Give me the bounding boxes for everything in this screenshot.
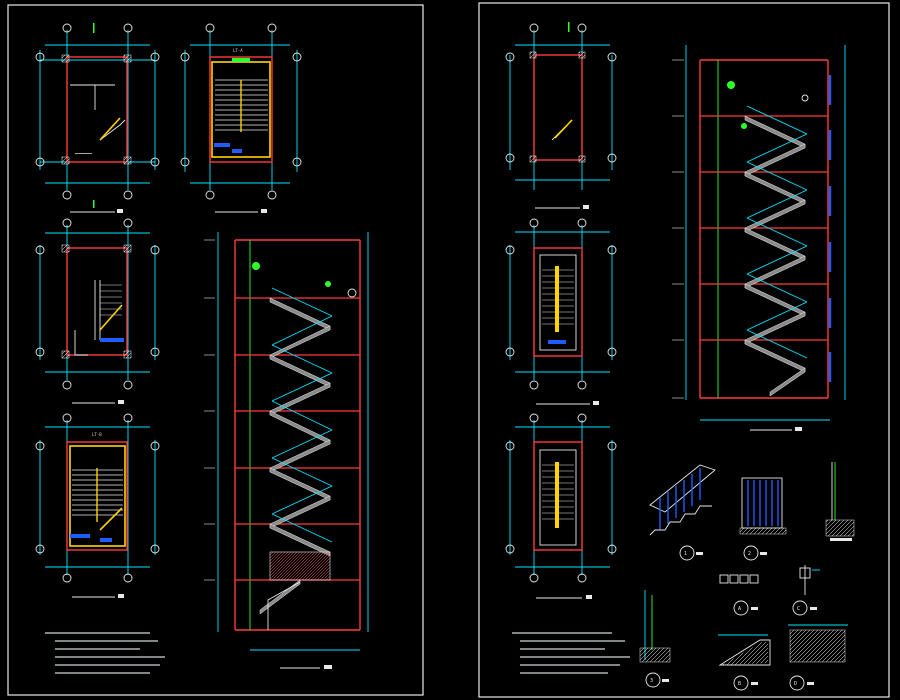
detail-key-d: D xyxy=(794,681,797,687)
detail-key-b: B xyxy=(738,681,741,687)
detail-key-1: 1 xyxy=(684,551,687,557)
notes-right xyxy=(512,632,630,674)
section-right xyxy=(672,45,846,431)
detail-B: B xyxy=(718,634,771,691)
detail-A: A xyxy=(719,574,759,616)
section-left xyxy=(204,232,369,669)
plan-top-left: ═══════ xyxy=(35,23,160,213)
stair-tag-a: LT-A xyxy=(233,48,243,53)
detail-2-baluster: 2 xyxy=(739,477,787,561)
notes-left xyxy=(45,632,165,674)
detail-key-3: 3 xyxy=(650,678,653,684)
detail-key-c: C xyxy=(797,606,800,612)
plan-middle-left xyxy=(35,218,160,404)
detail-post-base xyxy=(825,462,855,541)
detail-1-railing: 1 xyxy=(649,464,716,561)
plan-right-bottom xyxy=(505,413,617,599)
stair-tag-b: LT-B xyxy=(92,432,102,437)
plan-right-top xyxy=(505,22,617,209)
detail-3-stair-foot: 3 xyxy=(639,590,671,688)
plan-top-right: LT-A xyxy=(180,23,302,213)
plan-bottom-left: LT-B xyxy=(35,413,160,598)
svg-text:═══════: ═══════ xyxy=(74,151,92,156)
detail-key-a: A xyxy=(738,606,741,612)
sheet-left-frame xyxy=(7,4,424,696)
sheet-right-frame xyxy=(478,2,890,698)
plan-right-middle xyxy=(505,218,617,405)
detail-key-2: 2 xyxy=(748,551,751,557)
detail-D: D xyxy=(788,624,848,691)
detail-C: C xyxy=(792,565,820,616)
